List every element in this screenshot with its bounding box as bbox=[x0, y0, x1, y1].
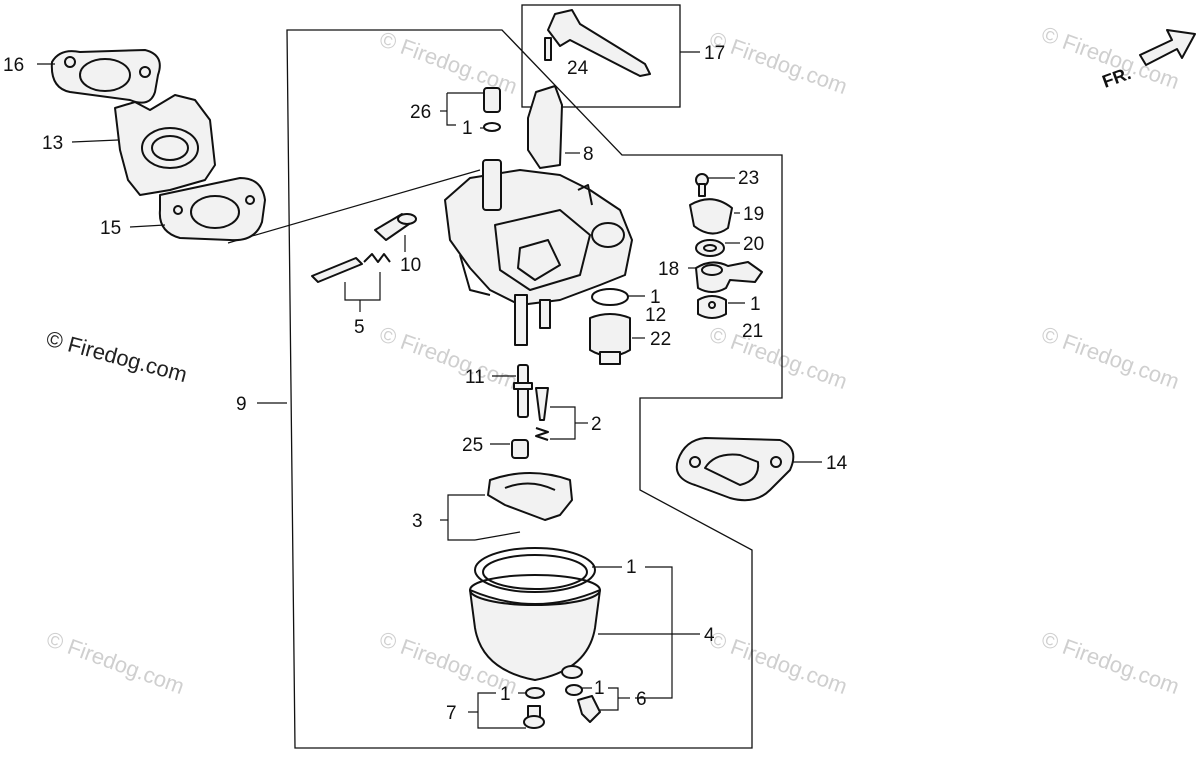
jet-26 bbox=[483, 87, 501, 132]
callout-3: 3 bbox=[412, 511, 423, 532]
callout-1: 1 bbox=[500, 684, 511, 705]
mounting-line bbox=[227, 169, 481, 244]
callout-22: 22 bbox=[650, 329, 671, 350]
carburetor-assembly-outline bbox=[286, 29, 783, 749]
callout-1: 1 bbox=[750, 294, 761, 315]
callout-15: 15 bbox=[100, 218, 121, 239]
callout-18: 18 bbox=[658, 259, 679, 280]
callout-24: 24 bbox=[567, 58, 589, 79]
float-3 bbox=[474, 472, 573, 541]
callout-12: 12 bbox=[645, 305, 666, 326]
o-ring-12 bbox=[591, 288, 629, 306]
callout-10: 10 bbox=[400, 255, 421, 276]
choke-lever-17 bbox=[544, 9, 651, 77]
accelerator-parts bbox=[689, 173, 763, 319]
callout-labels: 16 13 15 26 1 8 17 24 23 19 20 18 1 21 1… bbox=[3, 43, 848, 724]
pilot-screw-5 bbox=[311, 253, 391, 283]
callout-26: 26 bbox=[410, 102, 431, 123]
main-jet-25 bbox=[511, 439, 529, 459]
callout-7: 7 bbox=[446, 703, 457, 724]
callout-21: 21 bbox=[742, 321, 763, 342]
watermark: © Firedog.com bbox=[706, 626, 850, 699]
lever-box bbox=[521, 4, 681, 108]
callout-20: 20 bbox=[743, 234, 764, 255]
callout-25: 25 bbox=[462, 435, 483, 456]
callout-1: 1 bbox=[462, 118, 473, 139]
watermark: © Firedog.com bbox=[1038, 321, 1182, 394]
gasket-15 bbox=[158, 177, 266, 242]
bolt-6 bbox=[565, 684, 601, 723]
callout-2: 2 bbox=[591, 414, 602, 435]
callout-6: 6 bbox=[636, 689, 647, 710]
callout-5: 5 bbox=[354, 317, 365, 338]
insulator-13 bbox=[114, 94, 216, 196]
callout-11: 11 bbox=[465, 367, 485, 388]
carburetor-body bbox=[444, 159, 633, 346]
callout-13: 13 bbox=[42, 133, 63, 154]
callout-16: 16 bbox=[3, 55, 24, 76]
callout-17: 17 bbox=[704, 43, 725, 64]
float-valve-2 bbox=[535, 387, 549, 441]
drain-screw-7 bbox=[523, 687, 545, 729]
gasket-16 bbox=[50, 49, 161, 104]
callout-1: 1 bbox=[626, 557, 637, 578]
leader-lines bbox=[37, 51, 822, 729]
watermark: © Firedog.com bbox=[1038, 626, 1182, 699]
float-bowl-4 bbox=[469, 547, 601, 681]
callout-1: 1 bbox=[650, 287, 661, 308]
watermark: © Firedog.com bbox=[706, 26, 850, 99]
gasket-14 bbox=[675, 437, 795, 502]
callout-19: 19 bbox=[743, 204, 764, 225]
watermark-dark: © Firedog.com bbox=[44, 326, 190, 388]
watermark: © Firedog.com bbox=[43, 626, 187, 699]
watermark: © Firedog.com bbox=[376, 321, 520, 394]
choke-valve-8 bbox=[527, 85, 563, 169]
callout-1: 1 bbox=[594, 678, 605, 699]
callout-8: 8 bbox=[583, 144, 594, 165]
callout-14: 14 bbox=[826, 453, 848, 474]
valve-seat-22 bbox=[589, 313, 631, 365]
watermark: © Firedog.com bbox=[706, 321, 850, 394]
callout-23: 23 bbox=[738, 168, 759, 189]
callout-4: 4 bbox=[704, 625, 715, 646]
main-nozzle-11 bbox=[513, 364, 533, 418]
throttle-stop-screw-10 bbox=[374, 213, 417, 241]
callout-9: 9 bbox=[236, 394, 247, 415]
